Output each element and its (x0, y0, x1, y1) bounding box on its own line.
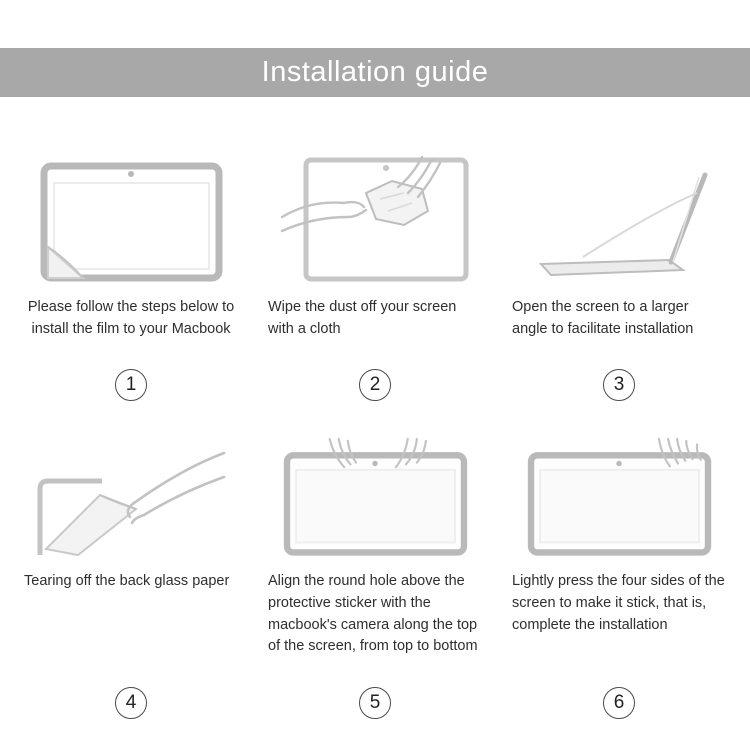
step-5-number: 5 (262, 687, 488, 721)
tear-back-paper-icon (37, 451, 226, 557)
step-5: Align the round hole above the protectiv… (262, 437, 488, 721)
step-3: Open the screen to a larger angle to fac… (506, 155, 732, 403)
step-6-number: 6 (506, 687, 732, 721)
step-1: Please follow the steps below to install… (18, 155, 244, 403)
step-1-number: 1 (18, 369, 244, 403)
page-title: Installation guide (261, 56, 489, 88)
step-2-number-text: 2 (369, 374, 381, 395)
open-laptop-angle-icon (538, 172, 707, 277)
step-6-illustration (506, 437, 732, 557)
step-2-illustration (262, 155, 488, 283)
header-banner: Installation guide (0, 48, 750, 97)
step-1-number-text: 1 (125, 374, 137, 395)
align-film-two-hands-icon (283, 437, 467, 556)
step-3-illustration (506, 155, 732, 283)
step-6: Lightly press the four sides of the scre… (506, 437, 732, 721)
step-5-caption: Align the round hole above the protectiv… (268, 573, 478, 655)
step-2-number: 2 (262, 369, 488, 403)
steps-row-1: Please follow the steps below to install… (0, 155, 750, 403)
step-3-number-text: 3 (613, 374, 625, 395)
step-1-illustration (18, 155, 244, 283)
press-four-sides-icon (527, 437, 711, 556)
wipe-screen-with-cloth-icon (280, 155, 469, 282)
step-4-illustration (18, 437, 244, 557)
step-3-caption: Open the screen to a larger angle to fac… (512, 299, 694, 337)
steps-row-2: Tearing off the back glass paper 4 (0, 437, 750, 721)
step-1-caption: Please follow the steps below to install… (27, 299, 235, 337)
step-5-number-text: 5 (369, 692, 381, 713)
step-6-caption: Lightly press the four sides of the scre… (512, 573, 725, 633)
step-6-number-text: 6 (613, 692, 625, 713)
macbook-film-corner-peel-icon (40, 162, 222, 282)
step-2: Wipe the dust off your screen with a clo… (262, 155, 488, 403)
step-3-number: 3 (506, 369, 732, 403)
step-2-caption: Wipe the dust off your screen with a clo… (268, 299, 457, 337)
step-4-number: 4 (18, 687, 244, 721)
step-4-caption: Tearing off the back glass paper (24, 573, 230, 589)
step-4: Tearing off the back glass paper 4 (18, 437, 244, 721)
step-5-illustration (262, 437, 488, 557)
step-4-number-text: 4 (125, 692, 137, 713)
